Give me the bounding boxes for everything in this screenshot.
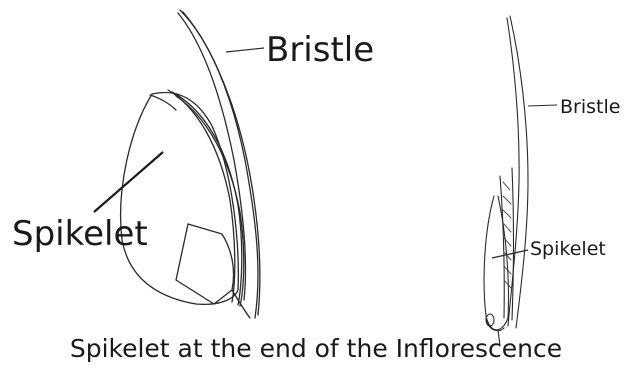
right-spikelet-drawing — [484, 16, 528, 346]
left-stalk — [232, 290, 250, 318]
left-spikelet-leader — [94, 152, 163, 212]
left-glume-1 — [172, 92, 242, 305]
right-bristle-leader — [528, 105, 557, 106]
bristle-label-left: Bristle — [266, 30, 374, 70]
left-spikelet-drawing — [121, 10, 260, 318]
left-bristle-outer — [180, 10, 258, 318]
right-spikelet-body — [484, 196, 508, 330]
spikelet-label-left: Spikelet — [12, 214, 148, 254]
right-spikelet-leader — [492, 250, 528, 258]
left-bristle-leader — [226, 48, 264, 52]
spikelet-label-right: Spikelet — [530, 238, 606, 260]
figure-caption: Spikelet at the end of the Inflorescence — [0, 334, 632, 363]
left-spikelet-body — [121, 92, 239, 304]
left-bristle-strand — [183, 12, 260, 315]
left-lemma — [176, 224, 234, 304]
right-sheath — [500, 168, 514, 320]
left-spikelet-tip — [150, 95, 176, 110]
bristle-label-right: Bristle — [560, 96, 620, 118]
